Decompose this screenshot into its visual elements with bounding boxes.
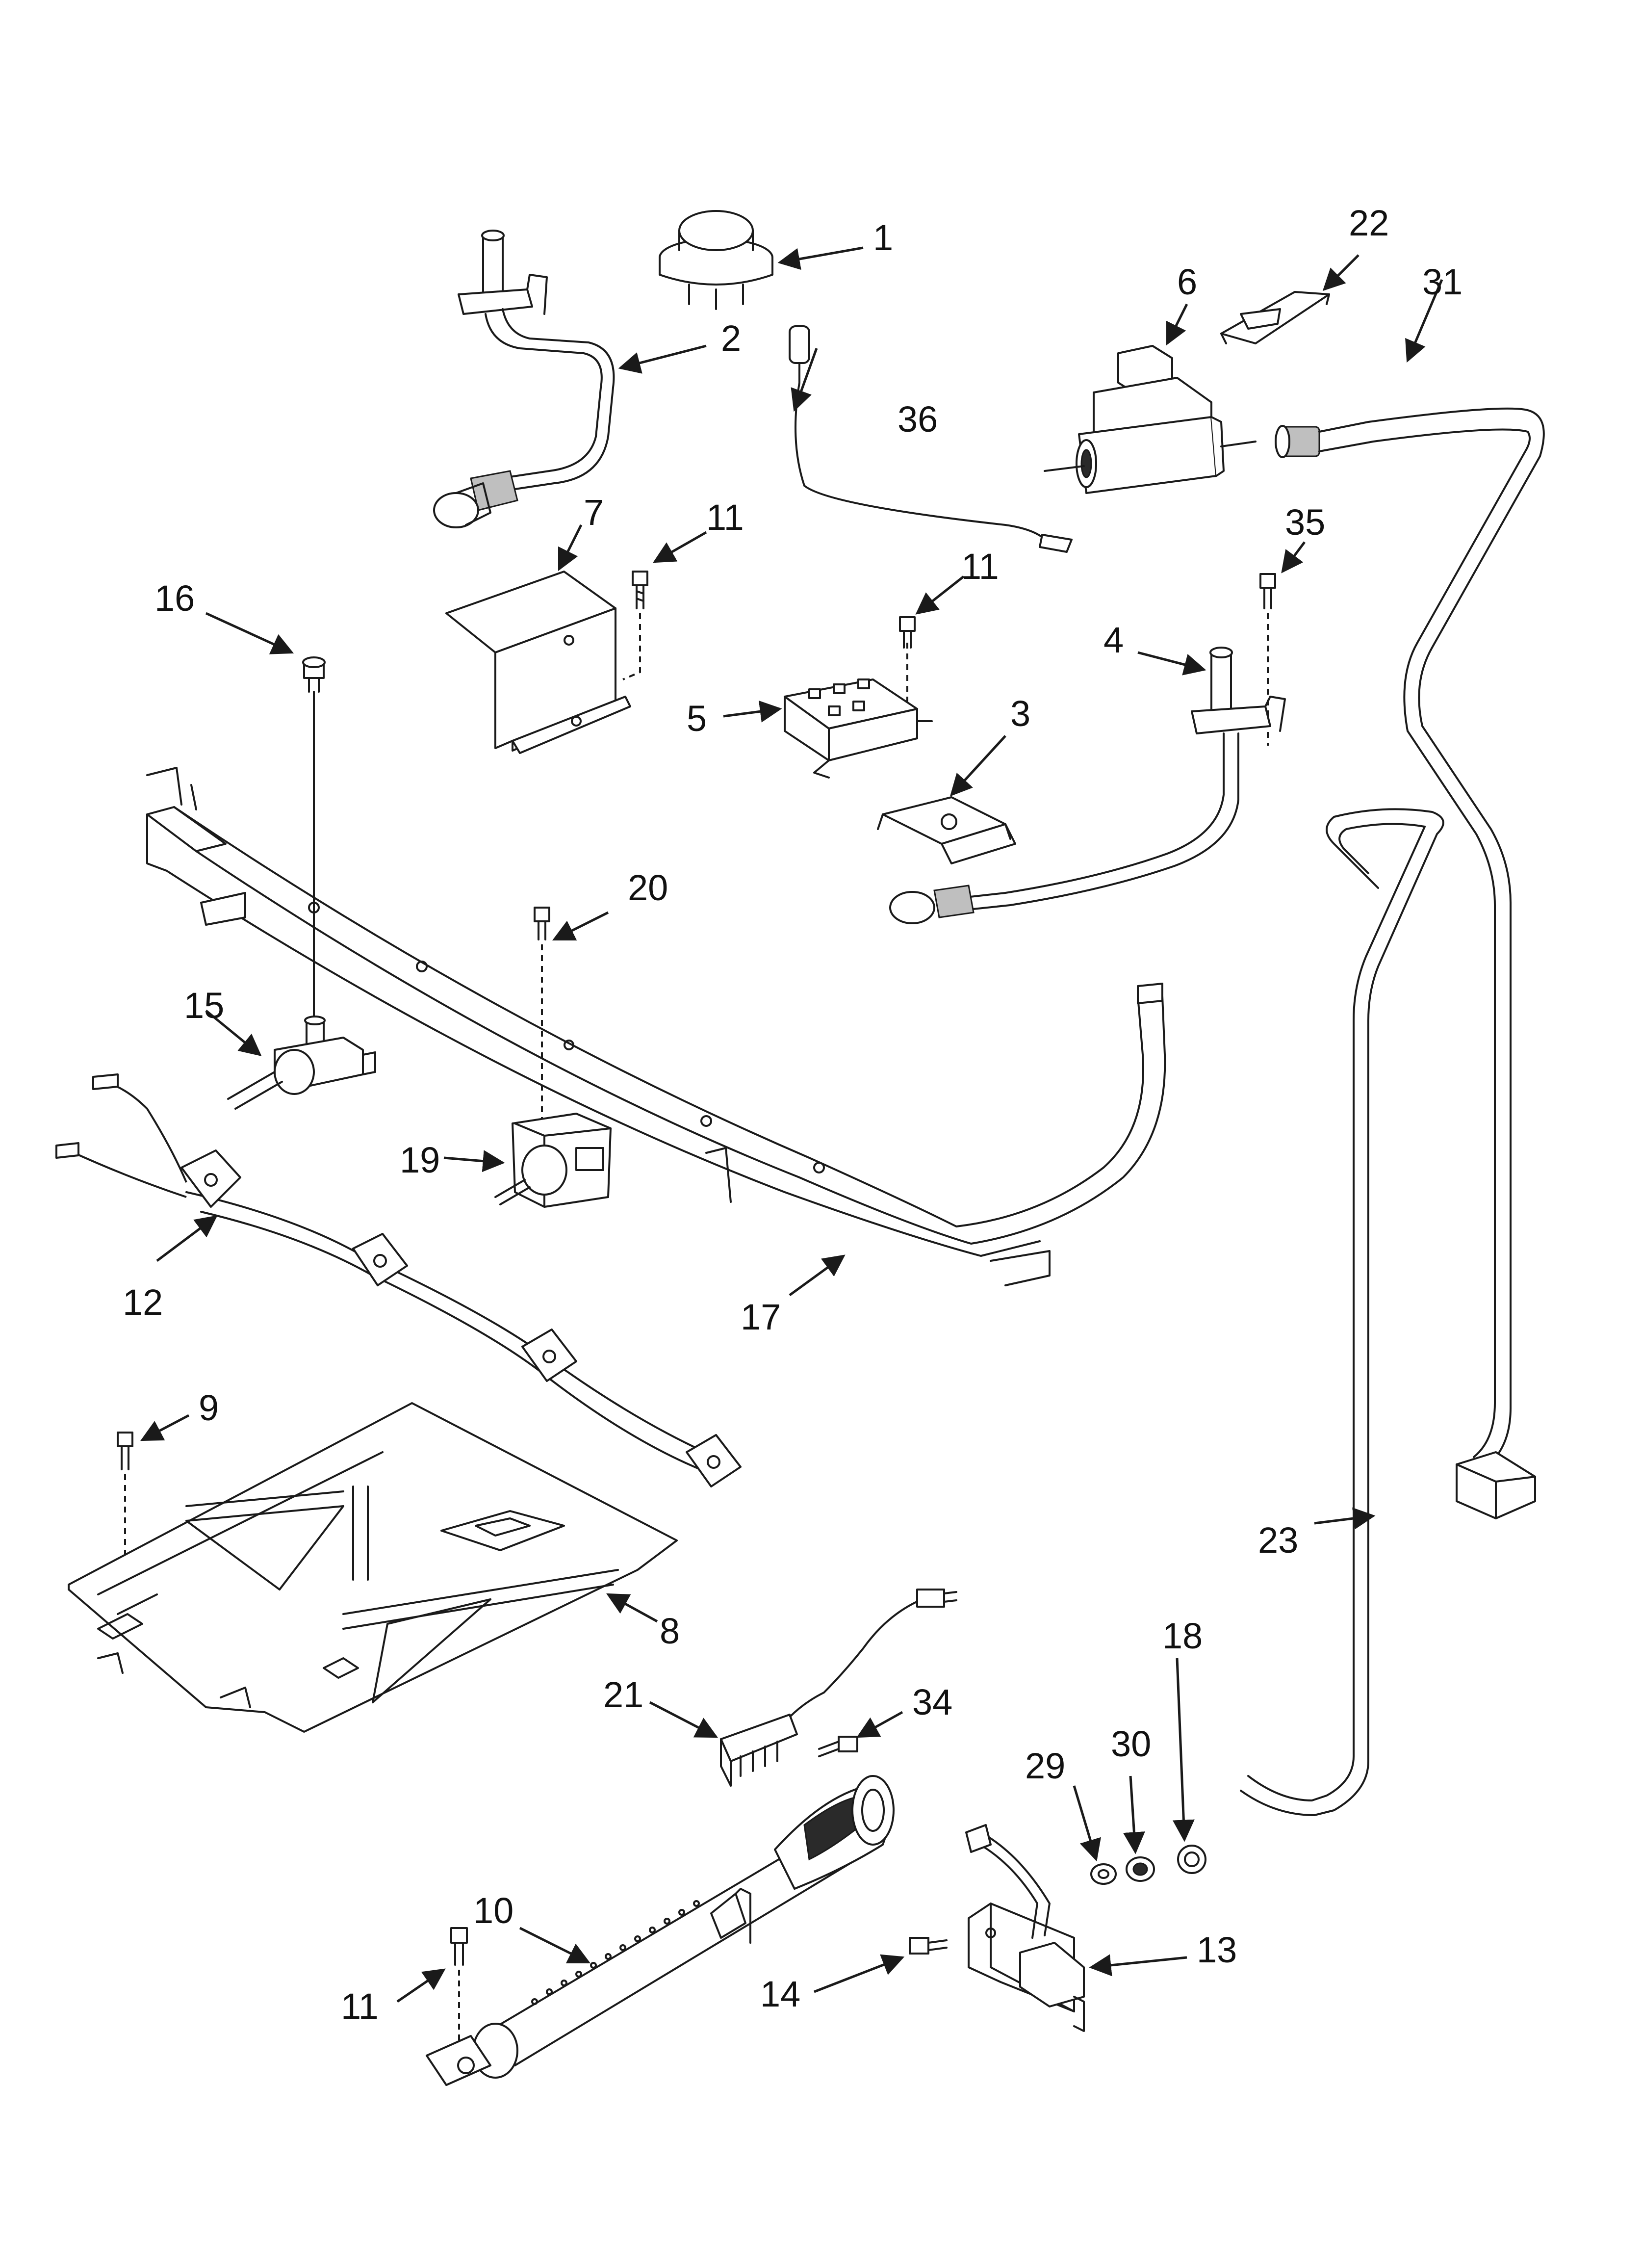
part-7-shield — [445, 571, 631, 754]
callout-6: 6 — [1177, 261, 1197, 302]
part-5-spark-module — [784, 643, 933, 779]
part-29-orifice — [1090, 1863, 1117, 1885]
part-15-valve — [227, 1016, 376, 1110]
part-11-screw-bottom — [450, 1927, 468, 2041]
callout-34: 34 — [912, 1682, 952, 1722]
callout-22: 22 — [1349, 203, 1389, 243]
callout-30: 30 — [1111, 1723, 1151, 1764]
callout-31: 31 — [1422, 261, 1462, 302]
callout-8: 8 — [660, 1611, 680, 1651]
part-11-screw-top — [622, 571, 648, 680]
callout-12: 12 — [123, 1282, 163, 1323]
part-8-base-plate — [68, 1402, 678, 1733]
part-10-burner — [426, 1775, 895, 2086]
callout-21: 21 — [603, 1674, 643, 1715]
callout-14: 14 — [760, 1974, 800, 2014]
callout-11-bottom: 11 — [341, 1986, 379, 2027]
part-30-orifice — [1126, 1856, 1155, 1882]
callout-4: 4 — [1103, 620, 1124, 660]
callout-5: 5 — [687, 698, 707, 739]
part-1-burner-cap — [659, 210, 773, 310]
callout-18: 18 — [1162, 1616, 1203, 1656]
callout-13: 13 — [1197, 1929, 1237, 1970]
callout-7: 7 — [584, 492, 604, 533]
callout-23: 23 — [1258, 1520, 1298, 1561]
callout-9: 9 — [199, 1387, 219, 1428]
part-6-regulator — [1044, 345, 1257, 494]
part-23-gas-tube — [1240, 808, 1444, 1816]
callout-labels: 1 2 7 11 16 36 11 6 22 31 35 4 5 3 20 15… — [123, 203, 1462, 2027]
callout-10: 10 — [473, 1890, 513, 1931]
callout-35: 35 — [1285, 502, 1325, 543]
part-14-screw — [909, 1937, 948, 1955]
part-21-igniter — [720, 1589, 957, 1787]
callout-29: 29 — [1025, 1746, 1065, 1786]
part-22-clip — [1220, 291, 1330, 344]
part-2-burner-tube — [433, 230, 615, 528]
callout-20: 20 — [628, 867, 668, 908]
callout-1: 1 — [873, 217, 893, 258]
callout-16: 16 — [154, 578, 195, 619]
part-3-bracket — [877, 796, 1016, 864]
part-19-switch — [494, 1113, 612, 1208]
part-20-screw — [534, 907, 550, 1123]
callout-2: 2 — [721, 318, 741, 359]
callout-36: 36 — [898, 399, 938, 440]
part-11-screw-middle — [899, 616, 916, 649]
part-36-electrode — [789, 325, 1073, 553]
part-17-manifold — [146, 767, 1166, 1286]
leader-arrows — [140, 246, 1443, 2003]
callout-19: 19 — [400, 1140, 440, 1180]
callout-11-top: 11 — [706, 497, 744, 538]
part-4-burner-tube — [889, 647, 1286, 924]
callout-17: 17 — [741, 1297, 781, 1337]
part-12-harness — [55, 1073, 742, 1487]
part-18-cap — [1177, 1845, 1206, 1874]
callout-3: 3 — [1010, 693, 1030, 734]
part-34-screw — [818, 1736, 858, 1757]
callout-15: 15 — [184, 985, 224, 1026]
part-13-orifice-bracket — [965, 1824, 1085, 2032]
part-31-supply-tube — [1275, 407, 1545, 1519]
part-16-bolt — [302, 656, 326, 1021]
callout-11-middle: 11 — [961, 546, 999, 587]
